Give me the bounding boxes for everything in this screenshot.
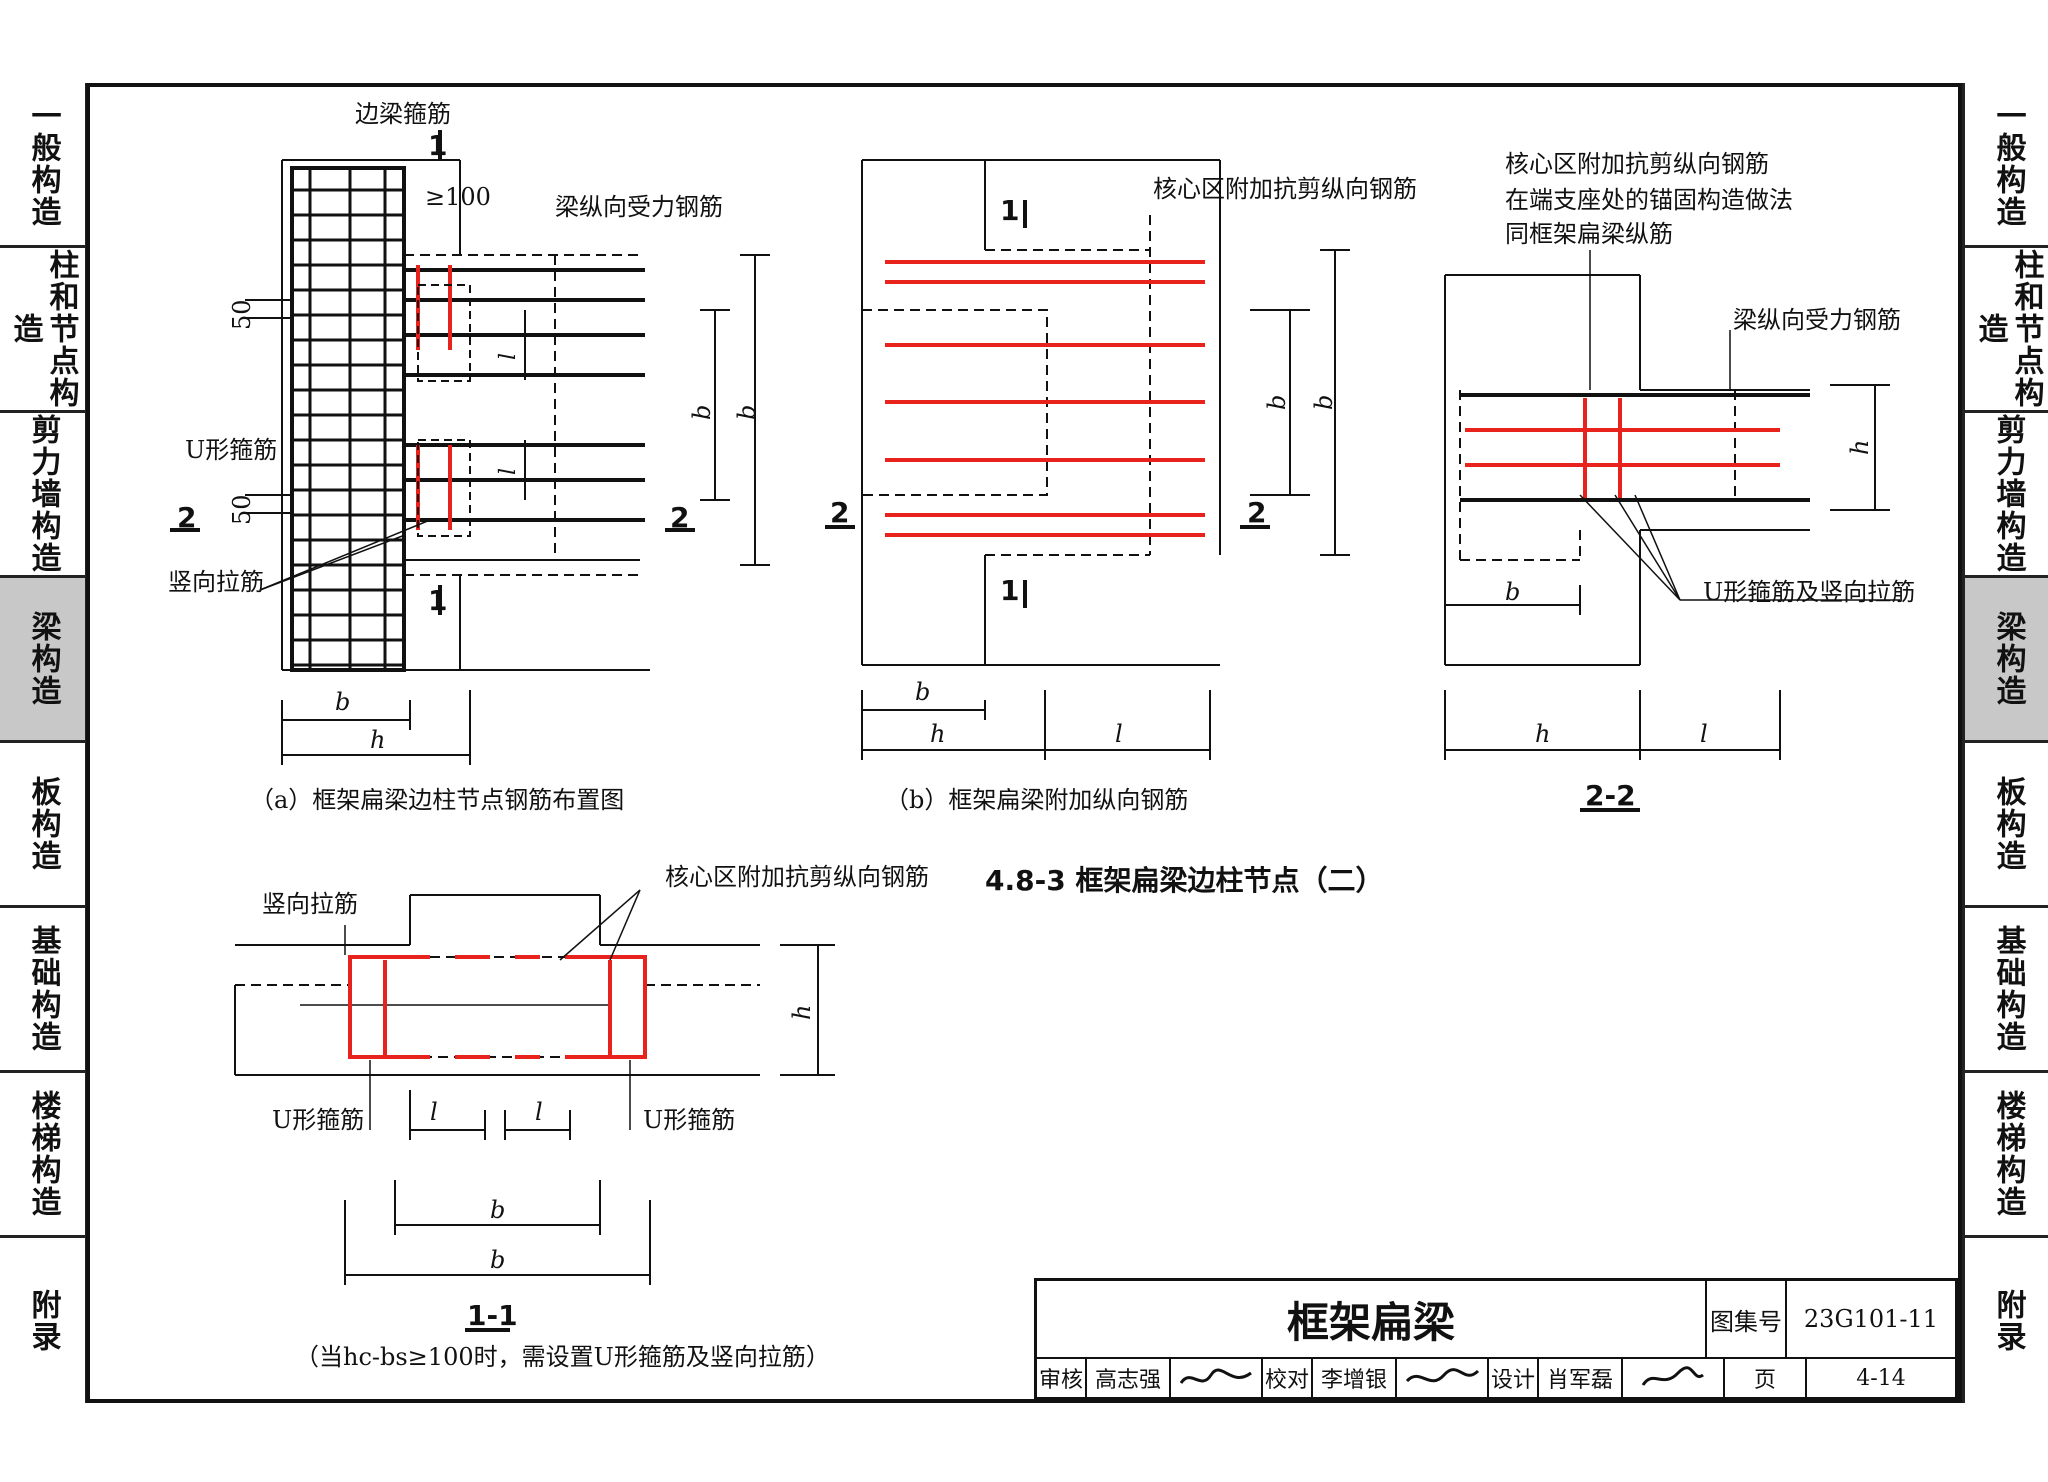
label-100: ≥100 — [425, 183, 491, 211]
label-50-bot: 50 — [228, 494, 256, 525]
design-label: 设计 — [1489, 1359, 1539, 1397]
label-50-top: 50 — [228, 299, 256, 330]
diagram-a-labels: 边梁箍筋 ≥100 梁纵向受力钢筋 50 50 U形箍筋 竖向拉筋 1 1 2 … — [168, 100, 761, 814]
dim-b: b — [733, 405, 761, 420]
check-label: 校对 — [1263, 1359, 1313, 1397]
right-tab-stair[interactable]: 楼梯构造 — [1962, 1073, 2048, 1238]
right-tab-foundation[interactable]: 基础构造 — [1962, 908, 2048, 1073]
atlas-label: 图集号 — [1707, 1281, 1787, 1359]
dim-hc-22: h — [1535, 720, 1550, 748]
dim-b-bs: b — [915, 678, 930, 706]
right-tab-slab[interactable]: 板构造 — [1962, 743, 2048, 908]
page-number: 4-14 — [1856, 1365, 1906, 1391]
diagram-b — [825, 159, 1350, 760]
dim-lae-11-left: l — [430, 1098, 438, 1126]
dim-bs-22: b — [1505, 578, 1520, 606]
label-u-left-11: U形箍筋 — [272, 1106, 364, 1134]
label-tie-11: 竖向拉筋 — [262, 890, 358, 918]
dim-lae-22: l — [1700, 720, 1708, 748]
dim-bs: b — [335, 688, 350, 716]
dim-hb-22: h — [1846, 440, 1874, 455]
section-mark-1-bot: 1 — [428, 584, 447, 617]
dim-lae-11-right: l — [535, 1098, 543, 1126]
label-u-right-11: U形箍筋 — [643, 1106, 735, 1134]
right-tab-column[interactable]: 柱和节点构造 — [1962, 248, 2048, 413]
label-anchor-22: 在端支座处的锚固构造做法 — [1505, 186, 1793, 214]
right-tab-appendix[interactable]: 附录 — [1962, 1238, 2048, 1403]
reviewer-signature — [1171, 1359, 1263, 1397]
section-mark-b-1-bot: 1 — [1000, 574, 1019, 607]
checker-signature — [1397, 1359, 1489, 1397]
section-mark-2-right: 2 — [670, 501, 689, 534]
right-tab-shearwall[interactable]: 剪力墙构造 — [1962, 413, 2048, 578]
diagram-b-labels: 核心区附加抗剪纵向钢筋 1 1 2 2 b b b h l （b）框架扁梁附加纵… — [830, 175, 1417, 814]
label-same-22: 同框架扁梁纵筋 — [1505, 220, 1673, 248]
checker-name: 李增银 — [1313, 1359, 1397, 1397]
label-core-11: 核心区附加抗剪纵向钢筋 — [665, 863, 929, 891]
label-u-stirrup: U形箍筋 — [185, 436, 277, 464]
dim-bc-11: b — [490, 1196, 505, 1224]
section-mark-1-top: 1 — [428, 129, 447, 162]
diagram-a — [170, 130, 770, 765]
left-tab-shearwall[interactable]: 剪力墙构造 — [0, 413, 88, 578]
section-mark-b-2-left: 2 — [830, 496, 849, 529]
reviewer-name: 高志强 — [1087, 1359, 1171, 1397]
diagram-2-2-labels: 核心区附加抗剪纵向钢筋 在端支座处的锚固构造做法 同框架扁梁纵筋 梁纵向受力钢筋… — [1505, 150, 1915, 812]
dim-hc: h — [370, 726, 385, 754]
designer-name: 肖军磊 — [1539, 1359, 1623, 1397]
figure-title: 4.8-3 框架扁梁边柱节点（二） — [985, 864, 1383, 897]
dim-hb-11: h — [788, 1005, 816, 1020]
diagram-2-2 — [1444, 250, 1900, 812]
caption-b: （b）框架扁梁附加纵向钢筋 — [885, 786, 1188, 814]
caption-a: （a）框架扁梁边柱节点钢筋布置图 — [250, 786, 624, 814]
right-tab-beam[interactable]: 梁构造 — [1962, 578, 2048, 743]
section-mark-2-left: 2 — [177, 501, 196, 534]
section-mark-b-2-right: 2 — [1247, 496, 1266, 529]
section-mark-b-1-top: 1 — [1000, 194, 1019, 227]
label-side-stirrup: 边梁箍筋 — [355, 100, 451, 128]
label-long-22: 梁纵向受力钢筋 — [1733, 306, 1901, 334]
dim-lae-2: l — [496, 468, 521, 475]
label-tie: 竖向拉筋 — [168, 568, 264, 596]
diagram-1-1 — [234, 889, 835, 1332]
caption-11: 1-1 — [467, 1299, 518, 1332]
atlas-number: 23G101-11 — [1787, 1281, 1955, 1359]
note-11: （当hc-bs≥100时，需设置U形箍筋及竖向拉筋） — [295, 1343, 830, 1371]
label-u-22: U形箍筋及竖向拉筋 — [1703, 578, 1915, 606]
dim-b-bc: b — [1263, 395, 1291, 410]
dim-b-hc: h — [930, 720, 945, 748]
label-core-22: 核心区附加抗剪纵向钢筋 — [1505, 150, 1769, 178]
review-label: 审核 — [1037, 1359, 1087, 1397]
dim-b-lae: l — [1115, 720, 1123, 748]
label-core-b: 核心区附加抗剪纵向钢筋 — [1153, 175, 1417, 203]
diagram-1-1-labels: 竖向拉筋 核心区附加抗剪纵向钢筋 U形箍筋 U形箍筋 h l l b b 1-1… — [262, 863, 929, 1371]
drawing-sheet — [86, 83, 1962, 1403]
caption-22: 2-2 — [1585, 779, 1636, 812]
right-tab-general[interactable]: 一般构造 — [1962, 83, 2048, 248]
page-label: 页 — [1725, 1359, 1807, 1397]
dim-bc: b — [688, 405, 716, 420]
left-tab-beam[interactable]: 梁构造 — [0, 578, 88, 743]
designer-signature — [1623, 1359, 1725, 1397]
dim-b-11: b — [490, 1246, 505, 1274]
label-long-bars: 梁纵向受力钢筋 — [555, 193, 723, 221]
drawing-title: 框架扁梁 — [1037, 1281, 1707, 1359]
dim-lae-1: l — [496, 353, 521, 360]
title-block: 框架扁梁 图集号 23G101-11 审核 高志强 校对 李增银 设计 肖军磊 … — [1034, 1278, 1958, 1400]
dim-b-b: b — [1310, 395, 1338, 410]
